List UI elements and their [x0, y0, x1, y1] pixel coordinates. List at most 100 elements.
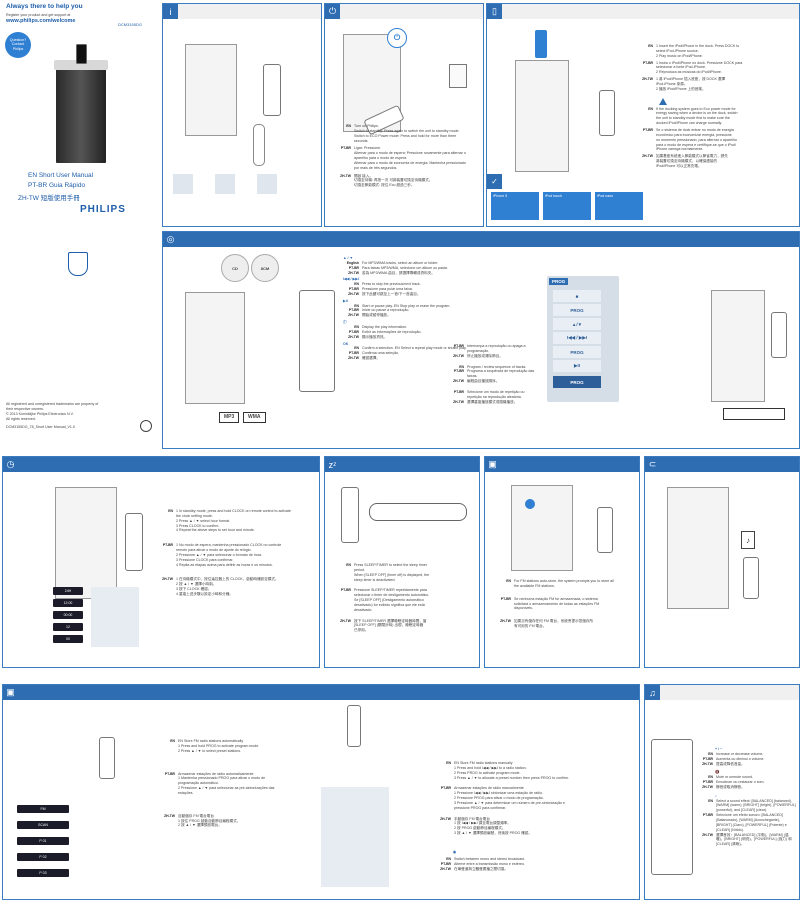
compat-strip: ✓ iPhone 5 iPod touch iPod nano: [487, 174, 647, 226]
text-line: disponíveis.: [514, 606, 533, 611]
text-line: Press to skip the previous/next track.: [362, 282, 421, 287]
text-line: 選擇音效：[BALANCED] (平衡)、[WARM] (溫暖)、[BRIGHT…: [716, 832, 792, 847]
text-line: Alternar para o modo de espera: Pression…: [354, 151, 466, 156]
text-line: Se o sistema de dock entrar no modo de e…: [656, 127, 734, 132]
lang-code: ZH-TW: [453, 353, 464, 358]
lang-code: PT-BR: [642, 60, 653, 65]
prog-card: PROG ■ PROG ▲/▼ I◀◀ / ▶▶I PROG ▶II PROG: [547, 276, 619, 402]
text-line: 1 按住 PROG 啟動自動節目編程模式。: [178, 818, 241, 823]
clock-text: EN 1 In standby mode, press and hold CLO…: [157, 509, 317, 597]
clock-remote-zoom: [91, 587, 139, 647]
remote-illustration: [743, 557, 759, 599]
text-line: 將裝置切換至待機模式，以確保連接的: [656, 159, 718, 164]
text-line: remoto para ativar o modo de ajuste do r…: [176, 548, 252, 553]
lang-code: EN: [506, 579, 511, 583]
text-line: Switch to standby: Press again to switch…: [354, 128, 460, 133]
lang-code: PT-BR: [164, 771, 175, 776]
text-line: 1 Insert the iPod/iPhone in the dock. Pr…: [656, 44, 740, 48]
prog-button[interactable]: PROG: [553, 346, 601, 358]
text-line: Para faixas MP3/WMA, selecione um álbum …: [362, 265, 448, 270]
text-line: 若為 MP3/WMA 曲目，請選擇專輯或資料夾。: [362, 270, 435, 275]
play-button[interactable]: ▶II: [553, 360, 601, 372]
lang-code: ZH-TW: [500, 619, 511, 624]
lang-code: ZH-TW: [348, 270, 359, 275]
philips-wordmark: PHILIPS: [80, 204, 126, 215]
compat-item: iPod nano: [595, 192, 643, 220]
text-line: 已停用。: [354, 628, 369, 633]
text-line: 4 重複上述步驟以設定小時和分鐘。: [176, 591, 233, 596]
text-line: 2 Play music on iPod/iPhone.: [656, 53, 703, 58]
remote-illustration: [347, 705, 361, 747]
text-line: docked iPod/iPhone can charge normally.: [656, 121, 723, 126]
text-line: econômico para economizar energia, press…: [656, 132, 732, 137]
text-line: 4 Repeat the above steps to set hour and…: [176, 528, 255, 533]
text-line: 3 按 ▲ / ▼ 選擇預設編號，然後按 PROG 確認。: [454, 831, 532, 836]
lang-code: ZH-TW: [348, 291, 359, 296]
text-line: Program / review sequence of tracks.: [467, 364, 527, 369]
dock-illustration: [515, 60, 569, 172]
lang-code: PT-BR: [348, 351, 359, 356]
lang-code: PT-BR: [453, 369, 464, 374]
text-line: 靜音或取消靜音。: [716, 784, 745, 789]
up-down-button[interactable]: ▲/▼: [553, 318, 601, 330]
text-line: desativado) for exibido significa que el…: [354, 602, 425, 607]
remote-illustration: [771, 312, 787, 358]
text-line: 2 Pressione ▲ / ▼ para selecionar o form…: [176, 552, 263, 557]
text-line: 自動儲存 FM 電台電台: [178, 813, 214, 818]
compat-item: iPod touch: [543, 192, 591, 220]
lang-code: PT-BR: [702, 756, 713, 761]
text-line: Ligar: Pressione.: [354, 146, 381, 151]
text-line: 1 Pressione I◀◀ / ▶▶I sintonizar uma est…: [454, 791, 543, 796]
lcd-display: 00: [53, 635, 83, 643]
remote-battery-illustration: [257, 174, 277, 194]
lang-code: ZH-TW: [348, 334, 359, 339]
text-line: select iPod-iPhone source.: [656, 48, 699, 53]
eq-icon: ♪: [715, 793, 717, 798]
prog-button[interactable]: PROG: [553, 376, 601, 388]
text-line: Turn on Philips.: [354, 124, 379, 128]
lang-code: ZH-TW: [340, 618, 351, 623]
power-text: EN Turn on Philips. Switch to standby: P…: [335, 124, 481, 188]
remote-illustration: [597, 507, 613, 553]
check-icon: ✓: [487, 174, 502, 189]
legal-line: their respective owners.: [6, 406, 44, 411]
remote-illustration: [299, 290, 335, 392]
legal-line: All registered and unregistered trademar…: [6, 402, 99, 406]
radio-prog-text: EN EN Store FM radio stations automatica…: [159, 739, 319, 828]
lcd-display: P 02: [17, 853, 69, 861]
panel-radio-program: ▣ FM SCAN P 01 P 02 P 03 EN EN Store FM …: [2, 684, 640, 900]
lang-code: PT-BR: [500, 596, 511, 601]
lcd-display: P 01: [17, 837, 69, 845]
wall-socket-icon: [449, 64, 467, 88]
text-line: 如果基座系統進入節能模式以節省電力，請先: [656, 154, 728, 159]
question-bubble[interactable]: Question? Contact Philips: [5, 32, 31, 58]
lang-code: ZH-TW: [453, 399, 464, 404]
docked-phone-icon: [76, 44, 87, 64]
text-line: Inicie ou pause a reprodução.: [362, 308, 410, 313]
lang-code: EN: [354, 303, 359, 308]
radio-manual-lcd-stack: [321, 787, 389, 887]
lang-code: EN: [346, 124, 351, 128]
lang-code: PT-BR: [348, 265, 359, 270]
stop-button[interactable]: ■: [553, 290, 601, 302]
text-line: 1 在待機模式中，按住遙控器上的 CLOCK，啟動時鐘設定模式。: [176, 577, 279, 582]
cd-disc-icon: 8CM: [251, 254, 279, 282]
skip-button[interactable]: I◀◀ / ▶▶I: [553, 332, 601, 344]
support-url[interactable]: www.philips.com/welcome: [6, 18, 76, 24]
text-line: EN Store FM radio stations manually: [454, 761, 513, 765]
text-line: Armazenar estações de rádio manualmente: [454, 786, 524, 791]
prog-button[interactable]: PROG: [553, 304, 601, 316]
stereo-icon: ◉: [453, 849, 457, 854]
text-line: 確認選擇。: [362, 356, 380, 361]
dock-illustration: [711, 290, 765, 402]
text-line: 按下 SLEEP/TIMER 選擇睡眠定時器時間，當: [354, 618, 427, 623]
text-line: Press SLEEP/TIMER to select the sleep ti…: [354, 563, 427, 567]
radio-icon: ▣: [488, 459, 497, 469]
compat-item: iPhone 5: [491, 192, 539, 220]
bubble-line-1: Question?: [9, 38, 27, 42]
text-line: 1 Insira o iPod/iPhone no dock. Pression…: [656, 60, 743, 65]
cover-panel: Always there to help you Register your p…: [0, 0, 160, 440]
text-line: 顯示播放資訊。: [362, 334, 388, 339]
panel-aux: ⊂ ♪: [644, 456, 800, 668]
skip-icon: I◀◀ / ▶▶I: [343, 277, 360, 282]
